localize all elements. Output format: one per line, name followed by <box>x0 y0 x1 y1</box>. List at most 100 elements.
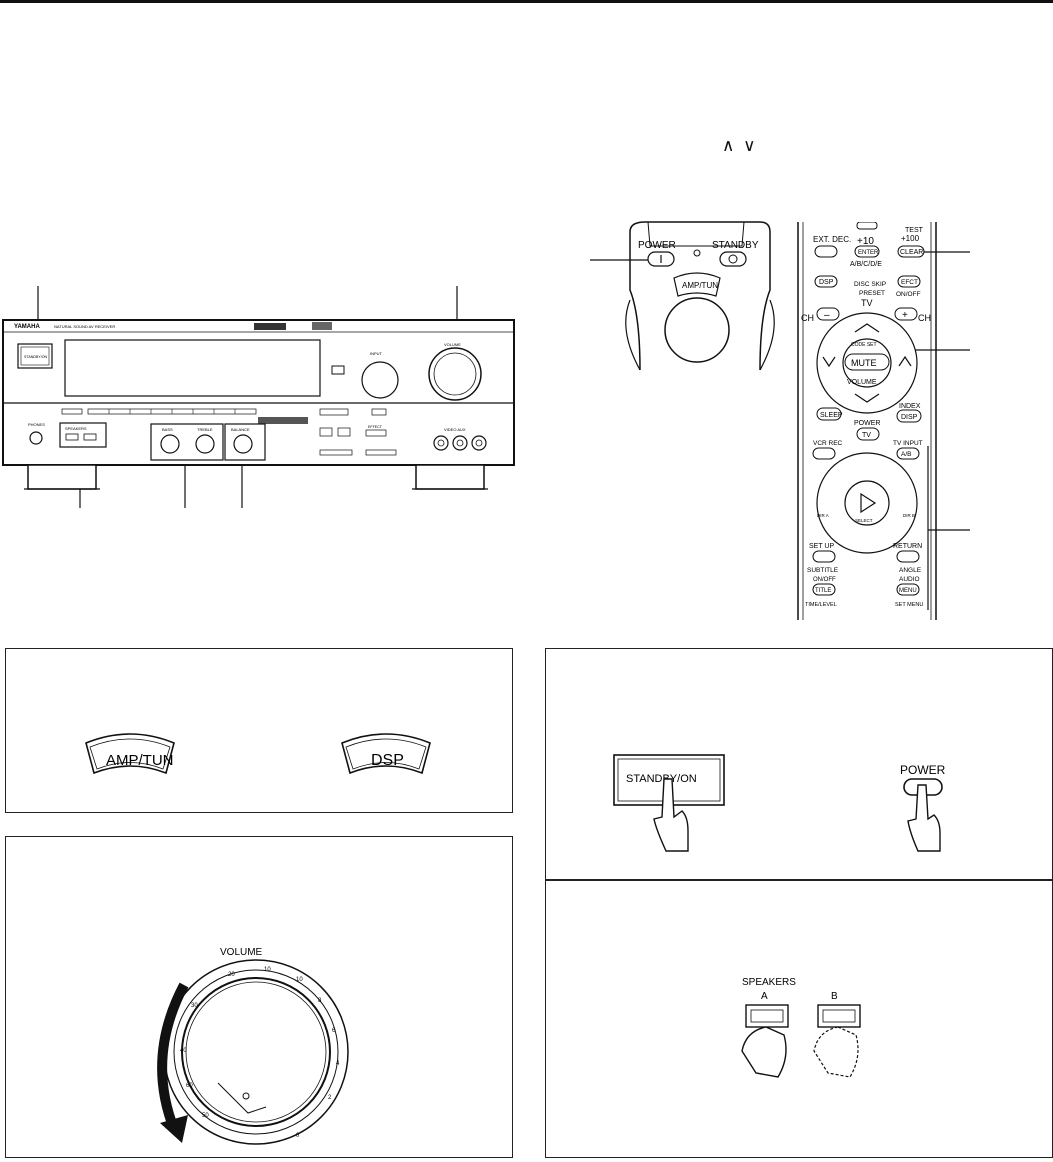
svg-text:ON/OFF: ON/OFF <box>813 577 836 583</box>
enter-button[interactable] <box>854 245 880 258</box>
svg-text:VOLUME: VOLUME <box>220 947 263 958</box>
svg-text:CODE SET: CODE SET <box>851 342 877 348</box>
svg-text:CH: CH <box>801 313 814 323</box>
remote-top-view: POWER STANDBY AMP/TUN <box>590 221 775 371</box>
vcr-rec-button[interactable] <box>812 447 836 460</box>
svg-text:–: – <box>824 310 830 321</box>
ch-plus-button[interactable] <box>894 307 918 321</box>
svg-text:+100: +100 <box>901 234 920 243</box>
svg-text:50: 50 <box>202 1113 209 1119</box>
svg-text:RETURN: RETURN <box>893 543 922 550</box>
svg-text:SLEEP: SLEEP <box>820 412 843 419</box>
rotate-arrow-icon <box>157 982 189 1131</box>
svg-text:SPEAKERS: SPEAKERS <box>742 977 796 988</box>
efct-button[interactable] <box>897 275 921 288</box>
sleep-button[interactable] <box>816 407 842 421</box>
svg-text:ENTER: ENTER <box>858 250 879 256</box>
svg-text:A: A <box>761 991 768 1002</box>
svg-text:ON/OFF: ON/OFF <box>896 291 921 298</box>
speakers-a-button[interactable] <box>65 433 79 441</box>
speakers-group <box>59 422 107 448</box>
svg-text:POWER: POWER <box>854 420 880 427</box>
svg-text:10: 10 <box>264 967 271 973</box>
svg-text:EFCT: EFCT <box>901 279 918 286</box>
tv-input-button[interactable] <box>896 447 920 460</box>
title-button[interactable] <box>812 583 836 596</box>
tv-power-button[interactable] <box>856 427 880 441</box>
svg-text:VCR REC: VCR REC <box>813 440 843 447</box>
svg-text:8: 8 <box>318 998 322 1004</box>
svg-text:6: 6 <box>332 1028 336 1034</box>
ch-minus-button[interactable] <box>816 307 840 321</box>
play-button[interactable] <box>844 480 890 526</box>
menu-button[interactable] <box>896 583 920 596</box>
svg-text:DIR A: DIR A <box>817 513 829 518</box>
svg-text:VOLUME: VOLUME <box>444 342 461 347</box>
svg-text:10: 10 <box>296 977 303 983</box>
svg-text:TEST: TEST <box>905 227 924 234</box>
phones-jack[interactable] <box>29 431 43 445</box>
svg-text:30: 30 <box>191 1003 198 1009</box>
balance-knob[interactable] <box>233 434 253 454</box>
svg-text:MENU: MENU <box>899 588 917 594</box>
svg-text:DISC SKIP: DISC SKIP <box>854 281 886 288</box>
svg-text:STANDBY/ON: STANDBY/ON <box>24 355 48 359</box>
remote-standby-button[interactable] <box>719 251 747 267</box>
svg-text:TV INPUT: TV INPUT <box>893 440 923 447</box>
receiver-front-panel: YAMAHA NATURAL SOUND AV RECEIVER STANDBY… <box>2 286 515 508</box>
svg-text:AMP/TUN: AMP/TUN <box>106 752 174 769</box>
brand-logo: YAMAHA <box>14 324 40 330</box>
svg-text:VIDEO AUX: VIDEO AUX <box>444 427 466 432</box>
remote-amp-tun-button[interactable] <box>673 272 721 297</box>
ext-dec-button[interactable] <box>814 245 838 258</box>
svg-text:MUTE: MUTE <box>851 358 877 368</box>
svg-text:DIR B: DIR B <box>903 513 915 518</box>
volume-knob[interactable] <box>428 347 482 401</box>
set-up-button[interactable] <box>812 550 836 563</box>
speakers-a-key <box>745 1004 789 1028</box>
svg-text:+: + <box>902 310 908 321</box>
svg-text:INPUT: INPUT <box>370 351 383 356</box>
svg-text:VOLUME: VOLUME <box>847 379 877 386</box>
pointing-hand-icon-b <box>813 1026 859 1078</box>
dsp-button[interactable] <box>814 275 838 288</box>
return-button[interactable] <box>896 550 920 563</box>
svg-text:BALANCE: BALANCE <box>231 427 250 432</box>
svg-text:TREBLE: TREBLE <box>197 427 213 432</box>
svg-text:60: 60 <box>186 1083 193 1089</box>
svg-text:A/B/C/D/E: A/B/C/D/E <box>850 261 882 268</box>
pointing-hand-icon-2 <box>907 784 941 852</box>
svg-text:TITLE: TITLE <box>815 588 831 594</box>
amp-tun-key <box>85 733 175 775</box>
clear-button[interactable] <box>897 245 925 258</box>
pointing-hand-icon <box>653 778 689 852</box>
svg-text:STANDBY/ON: STANDBY/ON <box>626 773 697 785</box>
speakers-b-key <box>817 1004 861 1028</box>
svg-text:SUBTITLE: SUBTITLE <box>807 567 839 574</box>
top-rule <box>0 0 1053 3</box>
mute-button[interactable] <box>844 353 890 371</box>
svg-text:SELECT: SELECT <box>855 518 873 523</box>
svg-text:PRESET: PRESET <box>859 290 885 297</box>
svg-text:2: 2 <box>328 1095 332 1101</box>
pointing-hand-icon-a <box>741 1026 787 1078</box>
svg-text:+10: +10 <box>857 236 874 247</box>
remote-jog-dial[interactable] <box>664 297 730 363</box>
svg-text:DISP: DISP <box>901 414 918 421</box>
tone-controls-group <box>150 423 224 461</box>
svg-text:4: 4 <box>336 1061 340 1067</box>
panel-volume: VOLUME 20 10 10 8 6 4 2 0 60 40 30 50 <box>5 836 513 1158</box>
balance-group <box>224 423 266 461</box>
bass-knob[interactable] <box>160 434 180 454</box>
panel-speakers: SPEAKERS A B <box>545 880 1053 1158</box>
svg-text:CLEAR: CLEAR <box>900 249 923 256</box>
svg-text:SET MENU: SET MENU <box>895 602 923 608</box>
disp-button[interactable] <box>896 409 922 423</box>
svg-text:TV: TV <box>862 432 871 439</box>
standby-on-button[interactable] <box>17 343 53 369</box>
svg-text:40: 40 <box>180 1048 187 1054</box>
svg-text:POWER: POWER <box>638 240 676 251</box>
treble-knob[interactable] <box>195 434 215 454</box>
speakers-b-button[interactable] <box>83 433 97 441</box>
input-selector-knob[interactable] <box>361 361 399 399</box>
